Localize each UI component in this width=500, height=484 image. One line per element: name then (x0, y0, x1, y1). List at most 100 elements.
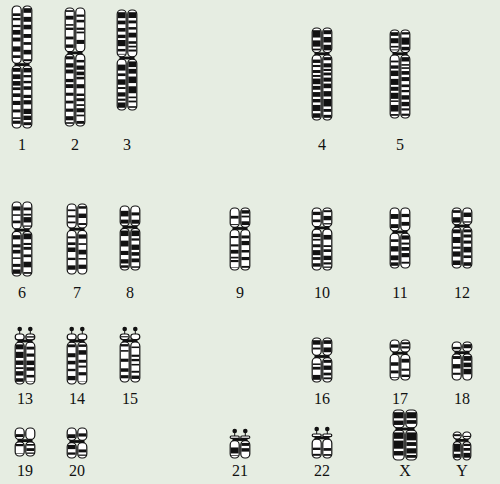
chromosome-band (76, 121, 84, 124)
chromosome-band (323, 249, 331, 252)
chromatid-arm (406, 430, 417, 460)
chromosome-band (68, 361, 76, 365)
chromatid-outline (78, 204, 87, 228)
chromosome-band (391, 49, 399, 51)
chromatid-outline (323, 28, 332, 53)
chromosome-band (76, 104, 84, 106)
chromatid-arm (78, 443, 87, 458)
chromatid-arm (23, 6, 32, 63)
chromosome-band (323, 245, 331, 247)
chromatid-outline (452, 227, 461, 268)
chromatid-outline (323, 55, 332, 120)
chromosome-band (76, 84, 84, 88)
chromosome-band (13, 55, 21, 58)
centromere (393, 352, 408, 355)
centromere (15, 229, 30, 232)
chromatid-arm (78, 334, 87, 340)
chromosome-band (26, 375, 34, 378)
centromere (455, 351, 470, 354)
chromosome-band (391, 224, 399, 228)
chromatid-arm (120, 228, 129, 270)
chromosome-band (13, 250, 21, 254)
centromere (123, 226, 138, 229)
centromere (456, 439, 469, 442)
chromatid-arm (12, 6, 21, 63)
chromatid-arm (323, 55, 332, 120)
chromosome-band (118, 99, 126, 101)
chromatid-outline (12, 66, 21, 128)
chromatid-outline (312, 208, 321, 227)
chromosome-band (313, 40, 321, 46)
chromatid-outline (26, 442, 35, 456)
chromosome-band (128, 97, 136, 99)
chromosome-band (76, 108, 84, 112)
chromosome-band (463, 453, 470, 458)
chromosome-band (313, 219, 321, 222)
chromosome-band (66, 56, 74, 59)
chromatid-outline (78, 443, 87, 458)
chromosome-band (26, 347, 34, 350)
chromosome-band (26, 361, 34, 366)
chromosome-band (391, 262, 399, 265)
chromosome-band (323, 448, 331, 451)
chromatid-arm (230, 230, 239, 270)
chromosome-band (66, 16, 74, 20)
chromosome-band (391, 105, 399, 112)
chromosome-band (323, 377, 331, 379)
chromatid-outline (463, 227, 472, 268)
chromosome-band (323, 30, 331, 34)
chromosome-band (241, 210, 249, 213)
chromosome-band (313, 113, 321, 118)
chromosome-band (121, 368, 129, 371)
chromosome-band (23, 75, 31, 77)
chromosome-band (323, 262, 331, 264)
chromatid-outline (131, 342, 140, 382)
chromatid-arm (26, 428, 35, 439)
chromatid-outline (117, 59, 126, 110)
chromosome-band (463, 369, 471, 374)
chromosome-band (391, 61, 399, 63)
chromosome-band (406, 432, 416, 440)
chromosome-band (16, 371, 24, 375)
chromatid-arm (67, 204, 76, 228)
chromatid-arm (12, 66, 21, 128)
chromosome-band (401, 342, 409, 344)
chromosome-band (323, 373, 331, 376)
chromosome-band (401, 47, 409, 51)
chromosome-band (453, 347, 461, 349)
chromosome-band (401, 90, 409, 92)
chromosome-band (323, 63, 331, 67)
chromosome-band (313, 49, 321, 51)
chromatid-arm (463, 354, 472, 380)
chromosome-band (16, 444, 24, 446)
chromosome-band (13, 257, 21, 259)
chromatid-outline (131, 334, 140, 340)
chromatid-outline (15, 342, 24, 384)
chromatid-outline (131, 228, 140, 270)
chromosome-band (391, 93, 399, 99)
chromatid-arm (463, 342, 472, 351)
chromosome-band (131, 220, 139, 224)
chromosome-band (66, 28, 74, 30)
chromosome-number: 20 (69, 462, 85, 480)
chromosome-band (68, 265, 76, 269)
chromosome-band (323, 73, 331, 76)
chromatid-outline (67, 443, 76, 458)
chromosome-band (401, 247, 409, 251)
chromosome-band (401, 375, 409, 377)
chromosome-band (68, 452, 76, 454)
chromosome-band (463, 247, 471, 253)
chromosome-number: 4 (318, 136, 326, 154)
chromosome-band (313, 105, 321, 111)
centromere (455, 225, 470, 228)
chromosome-band (78, 258, 86, 260)
chromosome-number: 21 (232, 462, 248, 480)
chromosome-band (23, 68, 31, 72)
chromatid-outline (23, 202, 32, 229)
chromatid-arm (78, 230, 87, 274)
chromosome-band (323, 223, 331, 224)
chromosome-band (26, 381, 34, 382)
chromosome-band (401, 262, 409, 264)
chromosome-band (13, 121, 21, 124)
chromosome-band (23, 234, 31, 240)
